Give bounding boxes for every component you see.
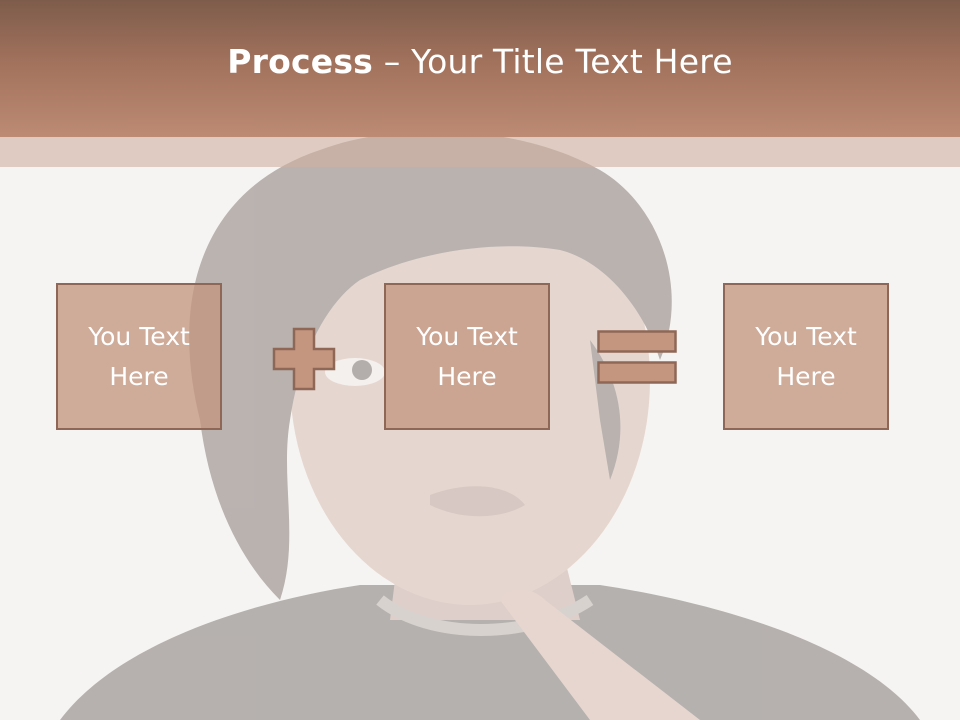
text-box-3[interactable]: You Text Here xyxy=(723,283,889,430)
title-bar: Process – Your Title Text Here xyxy=(0,0,960,137)
plus-icon xyxy=(272,327,336,391)
title-underband xyxy=(0,137,960,167)
text-box-2[interactable]: You Text Here xyxy=(384,283,550,430)
slide-title: Process – Your Title Text Here xyxy=(227,42,733,81)
text-box-1[interactable]: You Text Here xyxy=(56,283,222,430)
title-bold: Process xyxy=(227,42,374,81)
text-box-1-label: You Text Here xyxy=(88,321,190,391)
equals-icon xyxy=(597,330,677,384)
text-box-3-label: You Text Here xyxy=(755,321,857,391)
title-rest: – Your Title Text Here xyxy=(373,42,733,81)
text-box-2-label: You Text Here xyxy=(416,321,518,391)
